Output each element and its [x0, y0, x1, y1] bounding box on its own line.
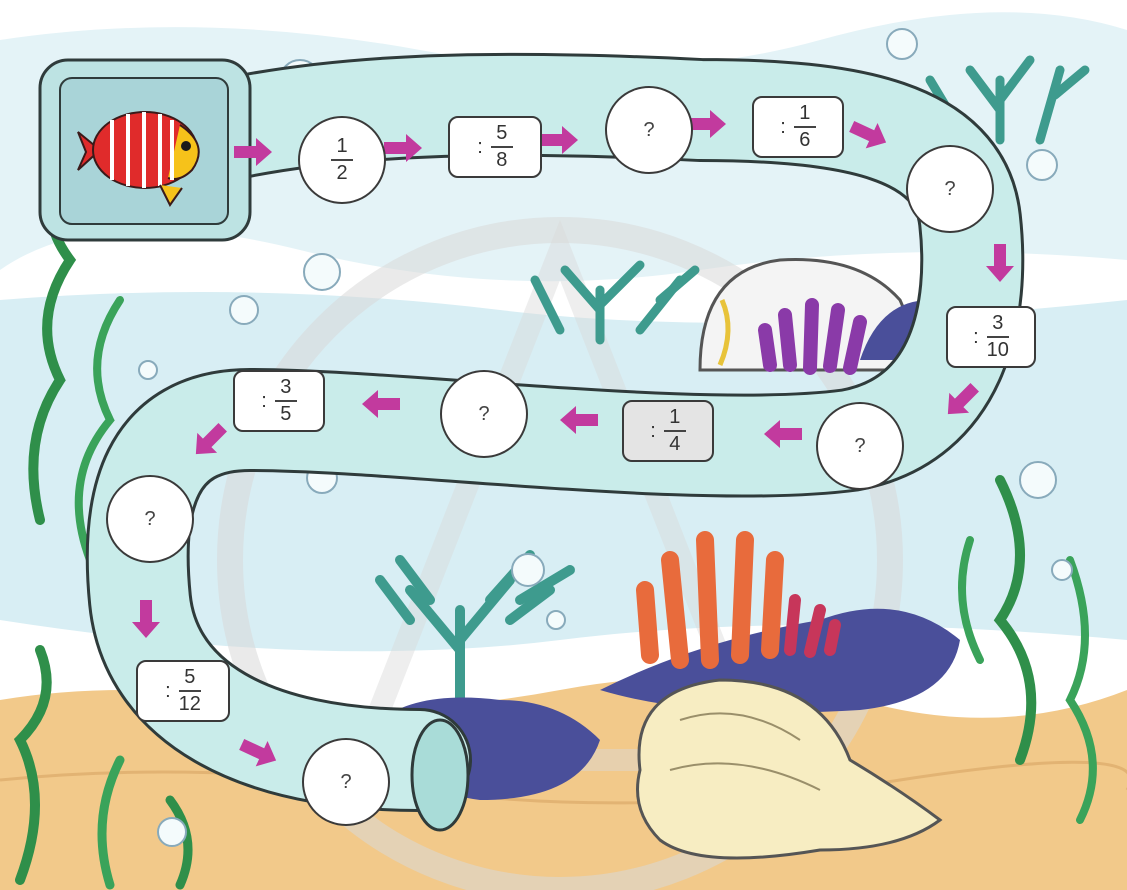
answer-placeholder: ?: [643, 119, 654, 142]
step-3-answer[interactable]: ?: [605, 86, 693, 174]
fraction: 1 4: [664, 407, 686, 455]
fraction: 3 10: [987, 313, 1009, 361]
fraction-denominator: 12: [179, 692, 201, 715]
step-5-answer[interactable]: ?: [906, 145, 994, 233]
step-12-operation[interactable]: : 5 12: [136, 660, 230, 722]
bubble: [304, 254, 340, 290]
bubble: [547, 611, 565, 629]
step-1-value[interactable]: 1 2: [298, 116, 386, 204]
fraction-numerator: 1: [664, 407, 686, 432]
step-11-answer[interactable]: ?: [106, 475, 194, 563]
answer-placeholder: ?: [144, 508, 155, 531]
answer-placeholder: ?: [854, 435, 865, 458]
step-9-answer[interactable]: ?: [440, 370, 528, 458]
step-2-operation[interactable]: : 5 8: [448, 116, 542, 178]
divide-operator: :: [165, 680, 171, 703]
bubble: [230, 296, 258, 324]
tube-end-opening: [412, 720, 468, 830]
fraction: 1 6: [794, 103, 816, 151]
bubble: [1020, 462, 1056, 498]
fraction: 5 8: [491, 123, 513, 171]
answer-placeholder: ?: [478, 403, 489, 426]
bubble: [1052, 560, 1072, 580]
fraction-numerator: 1: [794, 103, 816, 128]
step-10-operation[interactable]: : 3 5: [233, 370, 325, 432]
fraction-denominator: 6: [797, 128, 813, 151]
fraction-denominator: 10: [987, 338, 1009, 361]
answer-placeholder: ?: [944, 178, 955, 201]
fraction-denominator: 2: [334, 161, 350, 184]
fraction-numerator: 1: [331, 136, 353, 161]
bubble: [1027, 150, 1057, 180]
divide-operator: :: [973, 326, 979, 349]
fraction-numerator: 3: [987, 313, 1009, 338]
fraction: 3 5: [275, 377, 297, 425]
bubble: [139, 361, 157, 379]
divide-operator: :: [650, 420, 656, 443]
fraction-numerator: 3: [275, 377, 297, 402]
fraction-denominator: 4: [667, 432, 683, 455]
step-7-answer[interactable]: ?: [816, 402, 904, 490]
step-8-operation[interactable]: : 1 4: [622, 400, 714, 462]
bubble: [158, 818, 186, 846]
fraction-numerator: 5: [491, 123, 513, 148]
answer-placeholder: ?: [340, 771, 351, 794]
divide-operator: :: [780, 116, 786, 139]
fraction-numerator: 5: [179, 667, 201, 692]
step-13-answer[interactable]: ?: [302, 738, 390, 826]
fraction: 5 12: [179, 667, 201, 715]
bubble: [887, 29, 917, 59]
fraction-denominator: 5: [278, 402, 294, 425]
divide-operator: :: [261, 390, 267, 413]
step-4-operation[interactable]: : 1 6: [752, 96, 844, 158]
divide-operator: :: [477, 136, 483, 159]
fraction-denominator: 8: [494, 148, 510, 171]
bubble: [512, 554, 544, 586]
step-6-operation[interactable]: : 3 10: [946, 306, 1036, 368]
fraction: 1 2: [331, 136, 353, 184]
